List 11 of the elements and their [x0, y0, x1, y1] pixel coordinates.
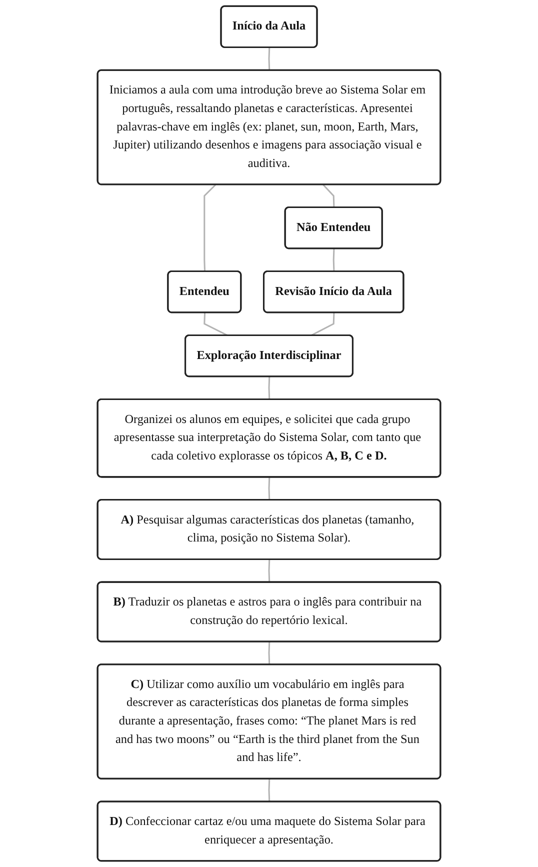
connector [268, 560, 270, 582]
connector [332, 248, 335, 272]
connector [322, 184, 335, 208]
connector [204, 312, 228, 336]
connector [268, 376, 270, 400]
connector [310, 312, 335, 336]
connector [268, 477, 270, 500]
connector [204, 184, 216, 272]
connector [268, 778, 270, 802]
connector [268, 642, 270, 665]
connector [268, 48, 270, 70]
